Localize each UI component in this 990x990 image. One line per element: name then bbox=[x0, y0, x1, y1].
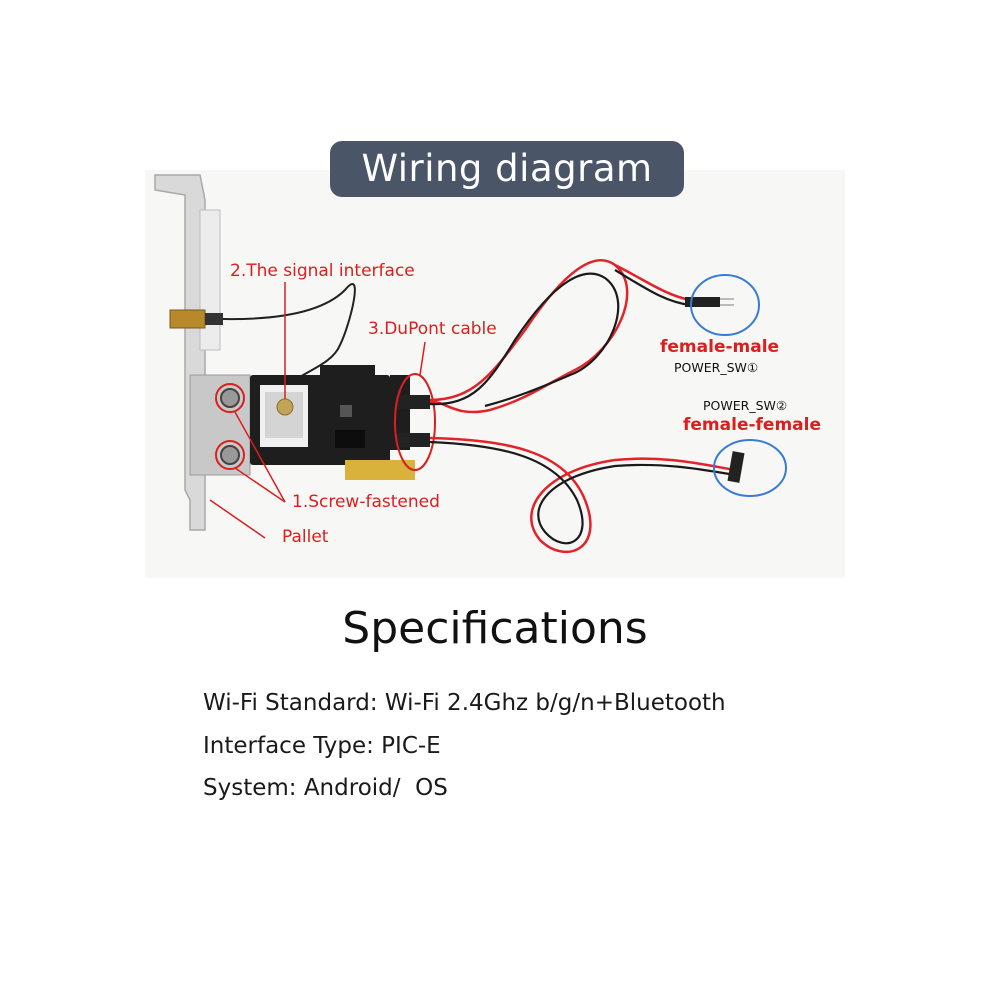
dupont-cable-label: 3.DuPont cable bbox=[368, 319, 497, 339]
lower-cable bbox=[429, 436, 787, 554]
pallet-label: Pallet bbox=[282, 527, 329, 547]
power-sw2-label: POWER_SW② bbox=[703, 398, 788, 413]
screw-fastened-label: 1.Screw-fastened bbox=[292, 492, 440, 512]
dupont-headers bbox=[394, 373, 436, 471]
leader-lines bbox=[209, 282, 426, 539]
signal-interface-label: 2.The signal interface bbox=[230, 261, 415, 281]
product-photo bbox=[145, 170, 845, 578]
specifications-heading: Specifications bbox=[342, 603, 648, 654]
wiring-illustration bbox=[154, 174, 787, 554]
metal-bracket bbox=[154, 174, 251, 531]
pcb-board bbox=[250, 365, 415, 480]
spec-wifi-standard: Wi-Fi Standard: Wi-Fi 2.4Ghz b/g/n+Bluet… bbox=[203, 690, 726, 716]
female-female-label: female-female bbox=[683, 415, 821, 435]
spec-system: System: Android/ OS bbox=[203, 775, 448, 801]
antenna-connector bbox=[169, 283, 356, 396]
female-male-label: female-male bbox=[660, 337, 780, 357]
power-sw1-label: POWER_SW① bbox=[674, 360, 759, 375]
upper-cable bbox=[429, 259, 760, 414]
spec-interface-type: Interface Type: PIC-E bbox=[203, 733, 441, 759]
screws bbox=[215, 383, 245, 470]
wiring-diagram-banner: Wiring diagram bbox=[330, 141, 684, 197]
